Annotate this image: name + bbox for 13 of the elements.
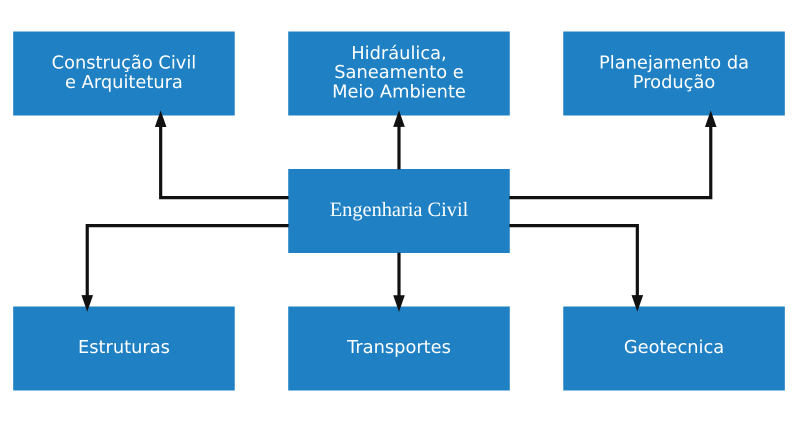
arrow	[509, 224, 644, 312]
arrow	[509, 110, 717, 199]
arrow	[154, 110, 289, 199]
node-box: Hidráulica, Saneamento e Meio Ambiente	[288, 30, 510, 115]
arrow	[393, 252, 405, 312]
node-box: Construção Civil e Arquitetura	[13, 30, 235, 115]
node-box: Estruturas	[13, 306, 235, 390]
node-box: Transportes	[288, 306, 510, 390]
arrow	[81, 224, 289, 312]
node-box: Geotecnica	[563, 306, 785, 390]
arrow	[393, 110, 405, 169]
node-box: Planejamento da Produção	[563, 30, 785, 115]
node-box: Engenharia Civil	[288, 168, 510, 253]
